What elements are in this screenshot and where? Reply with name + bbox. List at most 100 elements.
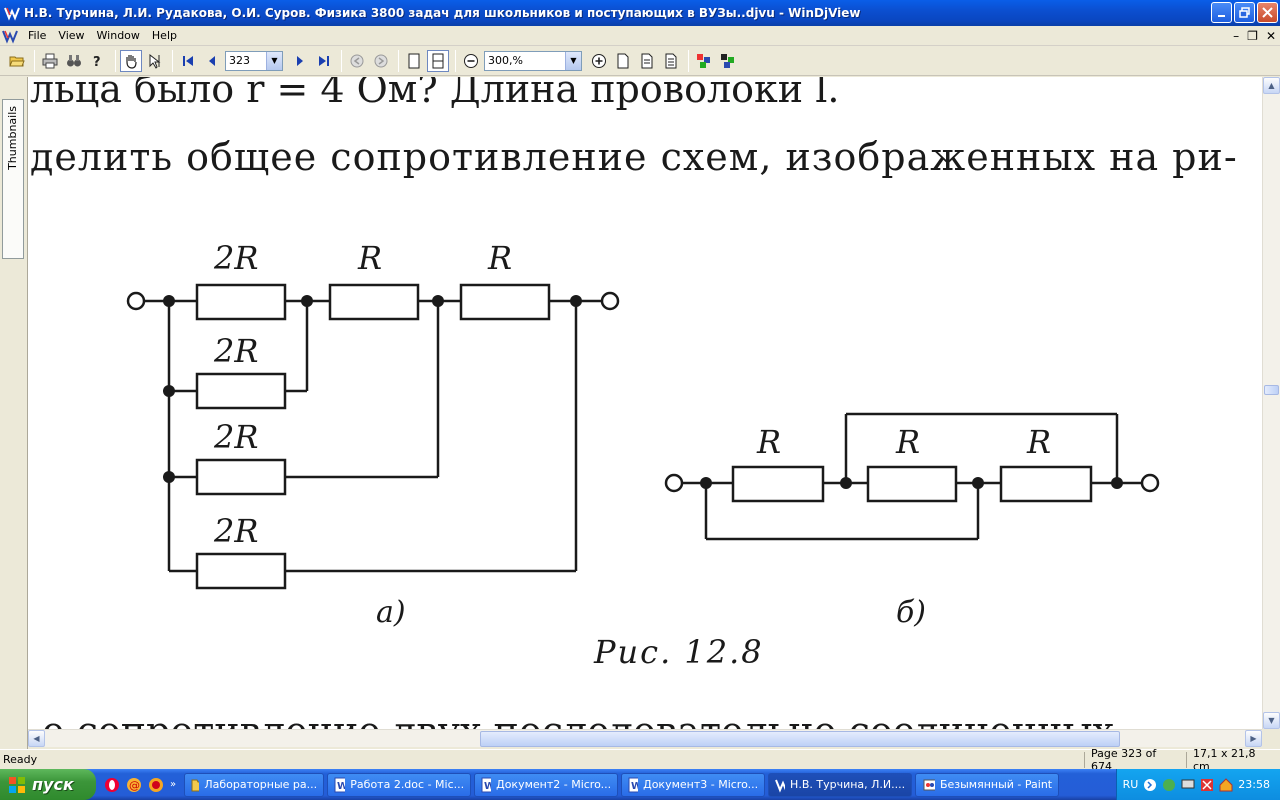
windows-logo-icon <box>9 776 25 793</box>
open-button[interactable] <box>6 50 28 72</box>
taskbar-item-active[interactable]: Н.В. Турчина, Л.И.... <box>768 772 913 797</box>
resistor-label: 2R <box>214 239 259 277</box>
next-page-icon <box>297 55 303 66</box>
start-button[interactable]: пуск <box>0 769 96 800</box>
doc-minimize-icon[interactable]: – <box>1233 29 1240 43</box>
taskbar-item[interactable]: W Документ2 - Micro... <box>474 772 619 797</box>
minimize-button[interactable] <box>1211 2 1232 23</box>
scroll-up-button[interactable]: ▲ <box>1263 77 1280 94</box>
taskbar-item[interactable]: Лабораторные ра... <box>184 772 325 797</box>
folder-icon <box>191 779 200 791</box>
resistor-label: R <box>488 239 513 277</box>
close-button[interactable] <box>1257 2 1278 23</box>
network-icon[interactable] <box>1162 778 1176 792</box>
find-button[interactable] <box>63 50 85 72</box>
taskbar-item[interactable]: W Работа 2.doc - Mic... <box>327 772 472 797</box>
prev-page-icon <box>209 55 215 66</box>
sidebar-strip: Thumbnails <box>0 77 28 749</box>
svg-text:?: ? <box>93 55 101 69</box>
restore-button[interactable] <box>1234 2 1255 23</box>
menu-bar: File View Window Help – ❐ ✕ <box>0 26 1280 46</box>
taskbar-item-label: Н.В. Турчина, Л.И.... <box>790 778 906 791</box>
antivirus-icon[interactable] <box>1200 778 1214 792</box>
menu-view[interactable]: View <box>58 29 85 42</box>
single-page-button[interactable] <box>403 50 425 72</box>
next-page-button[interactable] <box>289 50 311 72</box>
scroll-right-button[interactable]: ▶ <box>1245 730 1262 747</box>
figure-caption: Рис. 12.8 <box>594 633 764 671</box>
taskbar-item[interactable]: Безымянный - Paint <box>915 772 1060 797</box>
fit-page-button[interactable] <box>636 50 658 72</box>
chevron-down-icon[interactable]: ▼ <box>565 51 581 70</box>
display-mode-bw-button[interactable] <box>717 50 739 72</box>
arrow-down-icon: ▼ <box>1268 716 1275 725</box>
page-text-line: делить общее сопротивление схем, изображ… <box>30 135 1238 179</box>
resistor-label: 2R <box>214 418 259 456</box>
quick-launch-expand-icon[interactable]: » <box>170 779 177 790</box>
horizontal-scroll-thumb[interactable] <box>480 731 1120 747</box>
clock[interactable]: 23:58 <box>1238 778 1270 791</box>
title-bar[interactable]: Н.В. Турчина, Л.И. Рудакова, О.И. Суров.… <box>0 0 1280 26</box>
taskbar-item-label: Документ2 - Micro... <box>496 778 612 791</box>
thumbnails-tab[interactable]: Thumbnails <box>2 99 24 259</box>
forward-button[interactable] <box>370 50 392 72</box>
print-button[interactable] <box>39 50 61 72</box>
scroll-left-button[interactable]: ◀ <box>28 730 45 747</box>
color-mode-icon <box>697 53 710 68</box>
last-page-icon <box>319 55 329 66</box>
page-number-combo[interactable]: 323 ▼ <box>225 50 283 71</box>
status-page-info: Page 323 of 674 <box>1084 747 1186 773</box>
doc-restore-icon[interactable]: ❐ <box>1247 29 1258 43</box>
taskbar-item-label: Документ3 - Micro... <box>643 778 759 791</box>
document-icon[interactable] <box>2 28 18 44</box>
actual-size-button[interactable] <box>660 50 682 72</box>
window-title: Н.В. Турчина, Л.И. Рудакова, О.И. Суров.… <box>24 6 861 20</box>
last-page-button[interactable] <box>313 50 335 72</box>
fit-height-icon <box>432 53 444 68</box>
menu-file[interactable]: File <box>28 29 47 42</box>
browser-icon[interactable] <box>148 777 164 793</box>
fit-height-button[interactable] <box>427 49 449 72</box>
resistor-label: R <box>757 423 782 461</box>
doc-close-icon[interactable]: ✕ <box>1265 29 1276 43</box>
help-button[interactable]: ? <box>87 50 109 72</box>
first-page-button[interactable] <box>177 50 199 72</box>
taskbar-item[interactable]: W Документ3 - Micro... <box>621 772 766 797</box>
home-icon[interactable] <box>1219 777 1233 792</box>
page-text-line: е сопротивление двух последовательно сое… <box>42 709 1114 729</box>
opera-icon[interactable] <box>104 777 120 793</box>
select-tool-button[interactable] <box>144 50 166 72</box>
display-mode-color-button[interactable] <box>693 50 715 72</box>
monitor-icon[interactable] <box>1181 778 1195 792</box>
single-page-icon <box>408 53 420 68</box>
fit-width-button[interactable] <box>612 50 634 72</box>
language-indicator[interactable]: RU <box>1122 778 1139 791</box>
menu-window[interactable]: Window <box>96 29 140 42</box>
tray-expand-icon[interactable] <box>1143 778 1157 792</box>
text-select-icon <box>149 53 161 69</box>
terminal-a-right <box>600 291 620 311</box>
resistor-b-2 <box>866 465 958 503</box>
vertical-scrollbar[interactable]: ▲ ▼ <box>1262 77 1280 729</box>
resistor-b-1 <box>731 465 825 503</box>
zoom-value: 300,% <box>488 54 523 67</box>
page-fit-width-icon <box>617 53 629 68</box>
circuit-diagram-b <box>664 412 1160 541</box>
resistor-label: 2R <box>214 332 259 370</box>
forward-arrow-icon <box>374 54 388 67</box>
mail-icon[interactable]: @ <box>126 777 142 793</box>
document-viewport[interactable]: льца было r = 4 Ом? Длина проволоки l. д… <box>28 77 1262 729</box>
toolbar-separator <box>455 49 456 72</box>
hand-tool-button[interactable] <box>120 49 142 72</box>
scroll-down-button[interactable]: ▼ <box>1263 712 1280 729</box>
zoom-in-button[interactable] <box>588 50 610 72</box>
horizontal-scrollbar[interactable]: ◀ ▶ <box>28 729 1262 747</box>
resistor-label: 2R <box>214 512 259 550</box>
vertical-scroll-thumb[interactable] <box>1264 385 1279 395</box>
back-button[interactable] <box>346 50 368 72</box>
menu-help[interactable]: Help <box>151 29 177 42</box>
prev-page-button[interactable] <box>201 50 223 72</box>
chevron-down-icon[interactable]: ▼ <box>266 51 282 70</box>
zoom-out-button[interactable] <box>460 50 482 72</box>
zoom-combo[interactable]: 300,% ▼ <box>484 50 582 71</box>
